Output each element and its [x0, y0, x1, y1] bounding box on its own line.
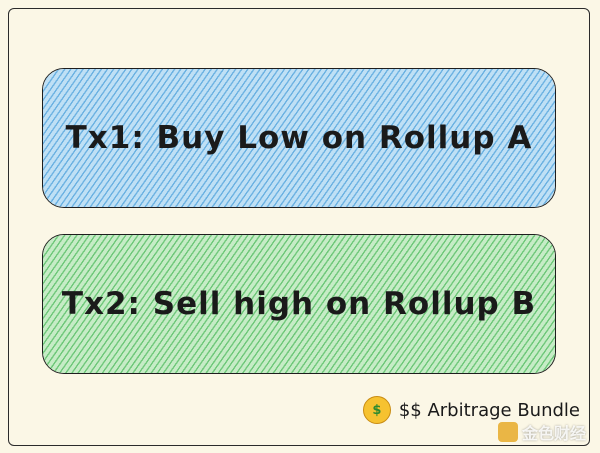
- bundle-caption-text: $$ Arbitrage Bundle: [398, 399, 580, 421]
- tx2-box: Tx2: Sell high on Rollup B: [42, 234, 556, 374]
- tx2-hatch-fill: [43, 235, 555, 373]
- tx1-hatch-fill: [43, 69, 555, 207]
- tx1-label: Tx1: Buy Low on Rollup A: [65, 120, 533, 156]
- watermark-logo-icon: [497, 422, 518, 442]
- tx2-label: Tx2: Sell high on Rollup B: [61, 286, 537, 322]
- outer-frame: [8, 8, 590, 446]
- watermark-text: 金色财经: [521, 424, 586, 443]
- bundle-caption: $ $$ Arbitrage Bundle: [362, 396, 580, 424]
- tx1-box: Tx1: Buy Low on Rollup A: [42, 68, 556, 208]
- money-mouth-face-icon: $: [362, 396, 391, 424]
- watermark: 金色财经: [497, 420, 586, 444]
